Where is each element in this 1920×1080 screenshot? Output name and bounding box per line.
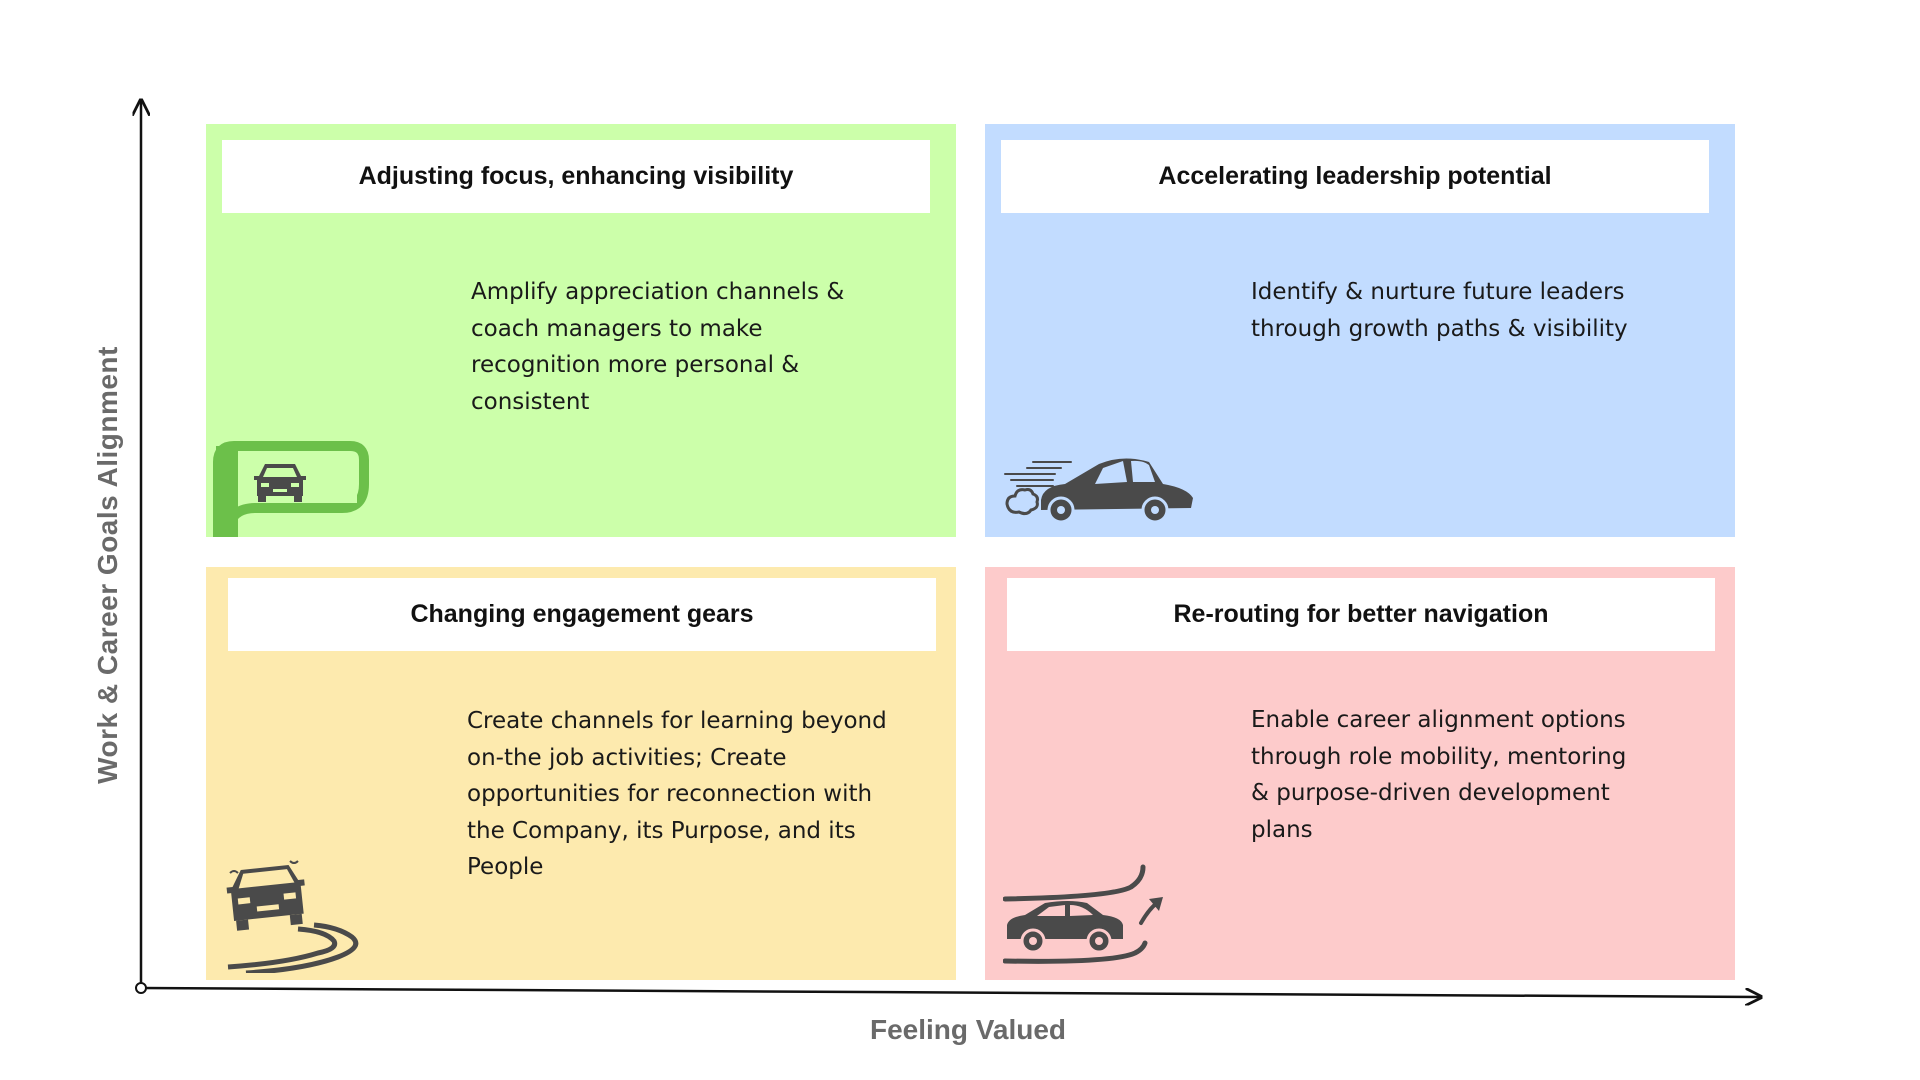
x-axis-label: Feeling Valued [869,1014,1067,1045]
skidding-car-icon [226,860,359,973]
quadrant-body: Enable career alignment options through … [1251,707,1627,843]
x-axis-line [140,986,1761,997]
quadrant-body: Amplify appreciation channels & coach ma… [471,279,845,415]
quadrant-top-left: Adjusting focus, enhancing visibility Am… [206,124,956,537]
quadrant-title: Adjusting focus, enhancing visibility [222,140,930,213]
quadrant-title: Changing engagement gears [228,578,936,651]
quadrant-bottom-left: Changing engagement gears Create channel… [206,567,956,980]
quadrant-bottom-right: Re-routing for better navigation Enable … [985,567,1735,980]
quadrant-body: Identify & nurture future leaders throug… [1251,279,1628,342]
axis-origin [135,982,147,994]
quadrant-title: Accelerating leadership potential [1001,140,1709,213]
rerouting-car-icon [1003,864,1163,964]
quadrant-title: Re-routing for better navigation [1007,578,1715,651]
quadrant-top-right: Accelerating leadership potential Identi… [985,124,1735,537]
rear-view-mirror-car-icon [213,441,369,537]
quadrant-body: Create channels for learning beyond on-t… [467,708,887,880]
speeding-car-icon [1004,458,1193,524]
y-axis-label: Work & Career Goals Alignment [92,346,123,784]
